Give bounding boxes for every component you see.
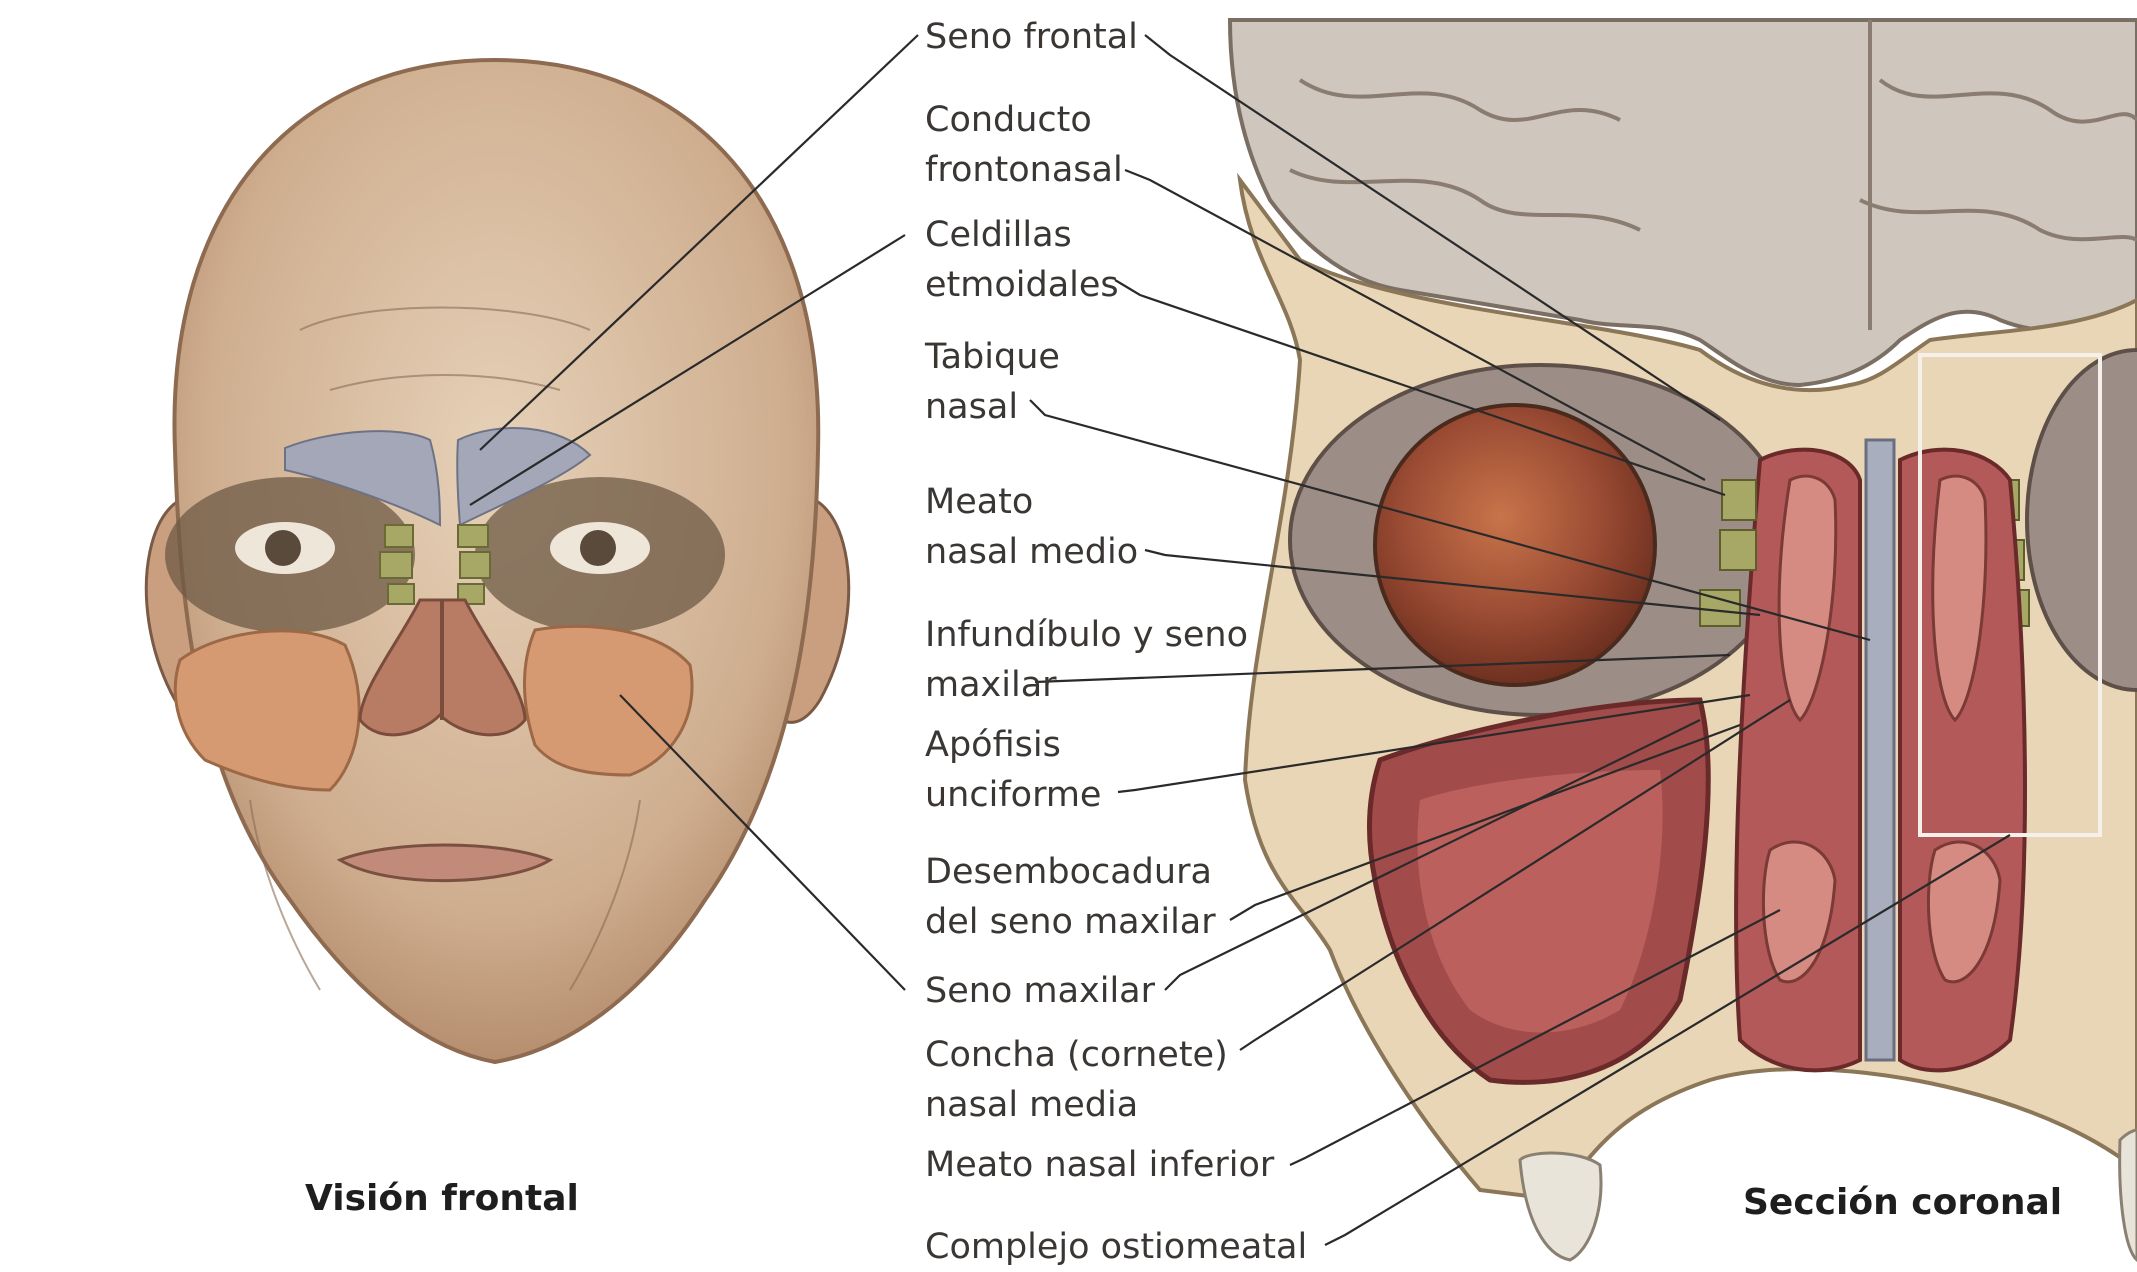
left-iris — [265, 530, 301, 566]
label-maxillary-opening: Desembocadura del seno maxilar — [925, 847, 1216, 947]
label-nasal-septum: Tabique nasal — [925, 332, 1060, 432]
label-middle-nasal-meatus: Meato nasal medio — [925, 477, 1138, 577]
caption-frontal-view: Visión frontal — [305, 1178, 579, 1219]
coronal-section-illustration — [1190, 15, 2137, 1269]
right-maxillary-sinus-shape — [524, 626, 691, 775]
eyeball — [1375, 405, 1655, 685]
right-iris — [580, 530, 616, 566]
label-frontal-sinus: Seno frontal — [925, 12, 1138, 62]
label-ostiomeatal-complex: Complejo ostiomeatal — [925, 1222, 1307, 1272]
label-ethmoid-cells: Celdillas etmoidales — [925, 210, 1119, 310]
frontal-head-illustration — [146, 60, 848, 1062]
label-middle-concha: Concha (cornete) nasal media — [925, 1030, 1228, 1130]
label-infundibulum-maxillary: Infundíbulo y seno maxilar — [925, 610, 1248, 710]
left-maxillary-sinus-shape — [175, 631, 359, 790]
label-uncinate-process: Apófisis unciforme — [925, 720, 1101, 820]
label-frontonasal-duct: Conducto frontonasal — [925, 95, 1123, 195]
label-maxillary-sinus: Seno maxilar — [925, 966, 1155, 1016]
caption-coronal-section: Sección coronal — [1743, 1182, 2062, 1223]
nasal-septum — [1866, 440, 1894, 1060]
label-inferior-meatus: Meato nasal inferior — [925, 1140, 1274, 1190]
